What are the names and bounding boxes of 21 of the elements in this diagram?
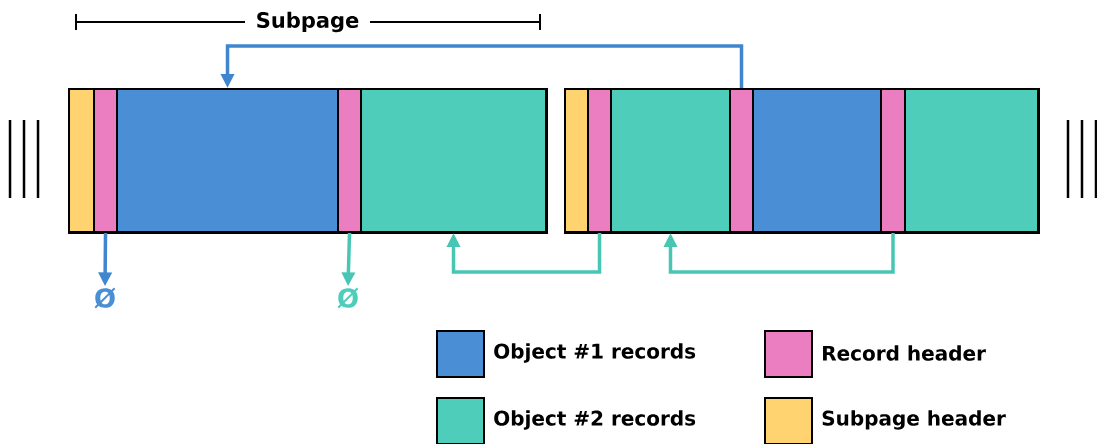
arrow <box>663 233 895 274</box>
record-segment <box>880 88 906 233</box>
record-segment <box>904 88 1039 233</box>
record-segment <box>752 88 882 233</box>
null-symbol: Ø <box>337 287 359 309</box>
legend-label: Object #1 records <box>494 343 696 363</box>
record-segment <box>93 88 118 233</box>
record-segment <box>729 88 754 233</box>
record-segment <box>587 88 612 233</box>
arrow <box>446 233 602 274</box>
record-segment <box>68 88 95 233</box>
record-segment <box>116 88 339 233</box>
record-segment <box>360 88 547 233</box>
legend-label: Record header <box>823 345 986 361</box>
dimension-label: Subpage <box>257 11 359 33</box>
legend-label: Subpage header <box>822 410 1006 430</box>
record-segment <box>337 88 362 233</box>
record-segment <box>610 88 731 233</box>
legend-label: Object #2 records <box>494 410 696 430</box>
null-symbol: Ø <box>94 287 116 309</box>
record-segment <box>564 88 589 233</box>
